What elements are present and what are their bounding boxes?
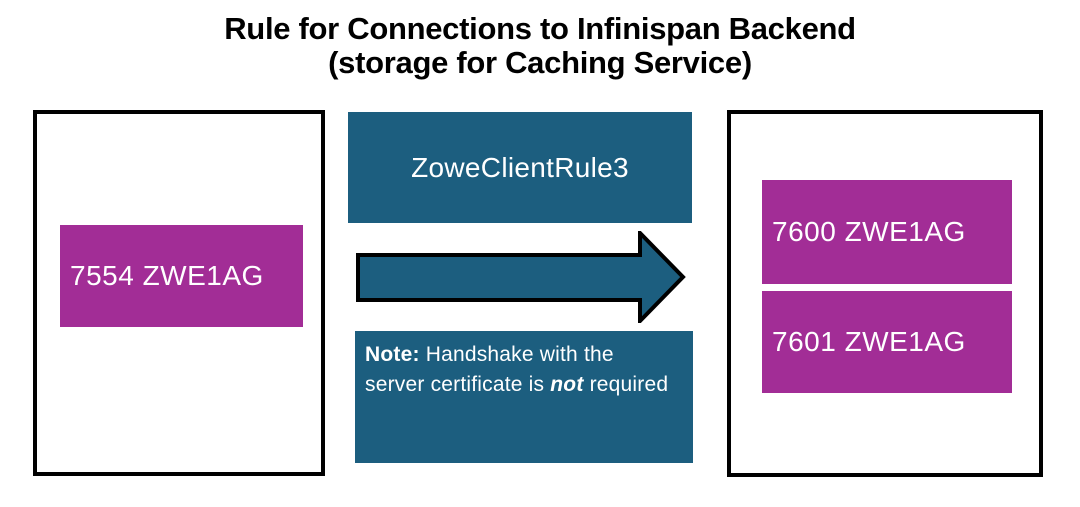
title-line-1: Rule for Connections to Infinispan Backe… bbox=[224, 11, 856, 46]
note-text-end: required bbox=[583, 373, 669, 396]
right-arrow-icon bbox=[356, 231, 686, 323]
diagram-title: Rule for Connections to Infinispan Backe… bbox=[0, 12, 1080, 80]
rule-name-box: ZoweClientRule3 bbox=[348, 112, 692, 223]
backend-group-box: 7600 ZWE1AG 7601 ZWE1AG bbox=[727, 110, 1043, 477]
note-box: Note: Handshake with the server certific… bbox=[355, 331, 693, 463]
note-text-middle: Handshake with the server certificate is bbox=[365, 343, 614, 396]
port-label-7554: 7554 ZWE1AG bbox=[60, 225, 303, 327]
port-label-7600: 7600 ZWE1AG bbox=[762, 180, 1012, 284]
title-line-2: (storage for Caching Service) bbox=[328, 45, 752, 80]
note-prefix: Note: bbox=[365, 343, 420, 366]
client-group-box: 7554 ZWE1AG bbox=[33, 110, 325, 476]
note-emphasis: not bbox=[550, 373, 584, 396]
port-label-7601: 7601 ZWE1AG bbox=[762, 291, 1012, 393]
